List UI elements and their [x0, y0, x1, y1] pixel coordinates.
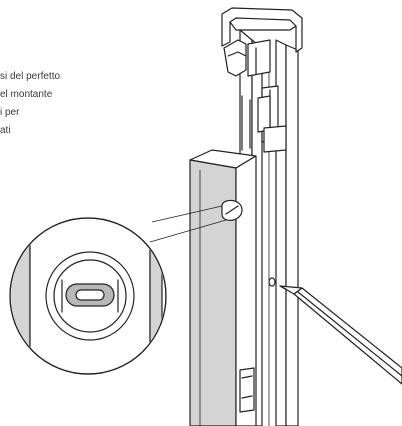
top-clip: [221, 7, 303, 153]
callout-lines: [149, 205, 227, 243]
detail-magnifier: [9, 217, 167, 375]
instruction-line-2: el montante: [0, 89, 53, 100]
instruction-text: si del perfetto el montante i per ati: [0, 68, 60, 140]
pencil-icon: [279, 285, 402, 385]
drill-mark: [268, 277, 276, 287]
square-post: [189, 149, 257, 426]
vertical-rail: [239, 29, 299, 426]
instruction-line-4: ati: [0, 125, 11, 136]
instruction-line-1: si del perfetto: [0, 71, 61, 82]
instruction-line-3: i per: [0, 107, 20, 118]
